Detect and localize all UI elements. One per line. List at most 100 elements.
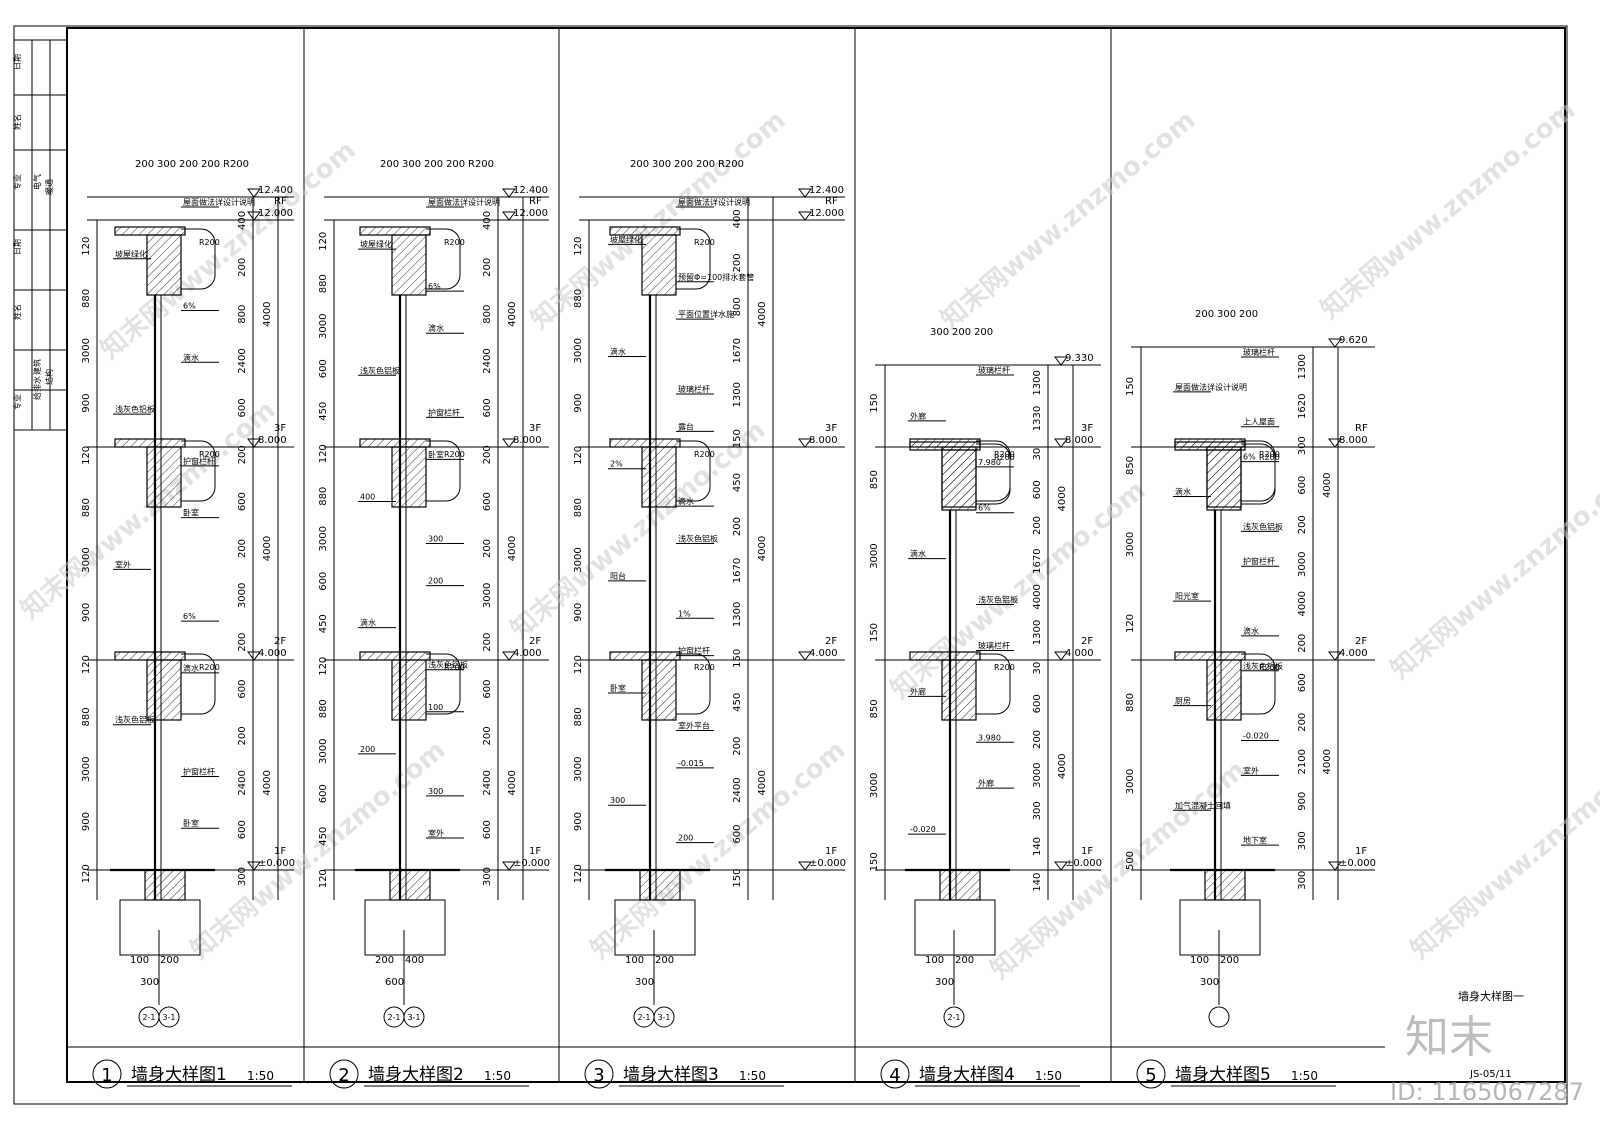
left-dimension: 3000 [318, 739, 329, 764]
left-dimension: 900 [81, 603, 92, 622]
floor-slab [609, 226, 681, 236]
left-dimension: 120 [318, 657, 329, 676]
caption-title: 墙身大样图2 [368, 1065, 464, 1085]
right-dimension: 4000 [1032, 584, 1043, 609]
level-value: ±0.000 [258, 858, 295, 869]
right-dimension: 2100 [1297, 749, 1308, 774]
annotation-note: 卧室 [428, 449, 444, 459]
strip-label: 专业 [12, 174, 22, 190]
right-dimension: 200 [1032, 730, 1043, 749]
annotation-note: 坡屋绿化 [610, 234, 642, 244]
annotation-note: 卧室 [183, 818, 199, 828]
annotation-note: -0.020 [910, 825, 936, 834]
left-dimension: 150 [869, 623, 880, 642]
level-value: 12.000 [513, 208, 548, 219]
level-tag: 3F [1081, 423, 1093, 434]
axis-dimension: 100 [925, 955, 944, 966]
total-dimension: 4000 [507, 301, 518, 326]
aluminum-panel [976, 440, 1011, 502]
annotation-note: 室外 [428, 828, 444, 838]
level-value: 4.000 [1339, 648, 1368, 659]
level-value: 9.620 [1339, 335, 1368, 346]
footing-outline [119, 899, 201, 956]
beam-section [146, 234, 182, 296]
right-dimension: 600 [237, 680, 248, 699]
floor-slab [114, 651, 186, 661]
top-dimension: R200 [223, 159, 249, 170]
radius-label: R200 [1259, 663, 1280, 672]
left-dimension: 850 [869, 470, 880, 489]
annotation-note: -0.020 [1243, 732, 1269, 741]
floor-slab [114, 226, 186, 236]
right-dimension: 3000 [482, 583, 493, 608]
axis-bubble [653, 1006, 675, 1028]
outer-frame [13, 25, 1568, 1105]
annotation-note: 上人屋面 [1243, 418, 1275, 427]
level-tag: 2F [274, 636, 286, 647]
right-dimension: 200 [237, 633, 248, 652]
axis-bubble [158, 1006, 180, 1028]
beam-section [641, 659, 677, 721]
right-dimension: 300 [482, 867, 493, 886]
caption-number-circle [1136, 1059, 1166, 1089]
annotation-note: 厨房 [1175, 696, 1191, 706]
right-dimension: 600 [1297, 673, 1308, 692]
top-dimension: 200 [952, 327, 971, 338]
axis-label: 3-1 [162, 1013, 175, 1022]
left-dimension: 3000 [869, 773, 880, 798]
top-dimension: R200 [718, 159, 744, 170]
level-tag: 1F [1355, 846, 1367, 857]
level-value: 4.000 [809, 648, 838, 659]
annotation-note: 玻璃栏杆 [678, 384, 710, 394]
left-dimension: 850 [1125, 456, 1136, 475]
watermark-text: 知末网www.znzmo.com [1315, 95, 1581, 325]
level-tag: 2F [825, 636, 837, 647]
right-dimension: 200 [1297, 515, 1308, 534]
annotation-note: 滴水 [1175, 486, 1191, 496]
floor-slab [359, 226, 431, 236]
radius-label: R200 [444, 450, 465, 459]
right-dimension: 300 [1297, 871, 1308, 890]
caption-number: 2 [338, 1065, 349, 1086]
right-dimension: 600 [1032, 694, 1043, 713]
radius-label: R200 [1259, 453, 1280, 462]
left-dimension: 3000 [1125, 769, 1136, 794]
left-dimension: 900 [573, 603, 584, 622]
left-dimension: 120 [573, 655, 584, 674]
caption-number: 4 [889, 1065, 900, 1086]
footing-outline [1179, 899, 1261, 956]
left-dimension: 3000 [1125, 532, 1136, 557]
annotation-note: 加气混凝土回填 [1175, 800, 1231, 810]
annotation-note: 玻璃栏杆 [1243, 347, 1275, 357]
left-dimension: 3000 [573, 338, 584, 363]
beam-section [391, 446, 427, 508]
left-dimension: 450 [318, 614, 329, 633]
right-dimension: 1620 [1297, 394, 1308, 419]
right-dimension: 800 [482, 305, 493, 324]
beam-section [641, 446, 677, 508]
left-dimension: 3000 [573, 547, 584, 572]
annotation-note: -0.015 [678, 759, 704, 768]
watermark-text: 知末网www.znzmo.com [185, 735, 451, 965]
top-dimension: 200 [446, 159, 465, 170]
top-dimension: R200 [468, 159, 494, 170]
axis-label: 2-1 [637, 1013, 650, 1022]
axis-label: 3-1 [657, 1013, 670, 1022]
beam-section [1206, 446, 1242, 508]
floor-slab [359, 438, 431, 448]
watermark-text: 知末网www.znzmo.com [935, 105, 1201, 335]
aluminum-panel [181, 228, 216, 290]
annotation-note: 浅灰色铝板 [428, 660, 468, 670]
right-dimension: 600 [1297, 476, 1308, 495]
axis-label: 2-1 [947, 1013, 960, 1022]
aluminum-panel [426, 653, 461, 715]
left-dimension: 120 [573, 237, 584, 256]
strip-label: 姓名 [12, 304, 22, 320]
level-value: 4.000 [1065, 648, 1094, 659]
level-value: 8.000 [809, 435, 838, 446]
beam-section [1206, 659, 1242, 721]
